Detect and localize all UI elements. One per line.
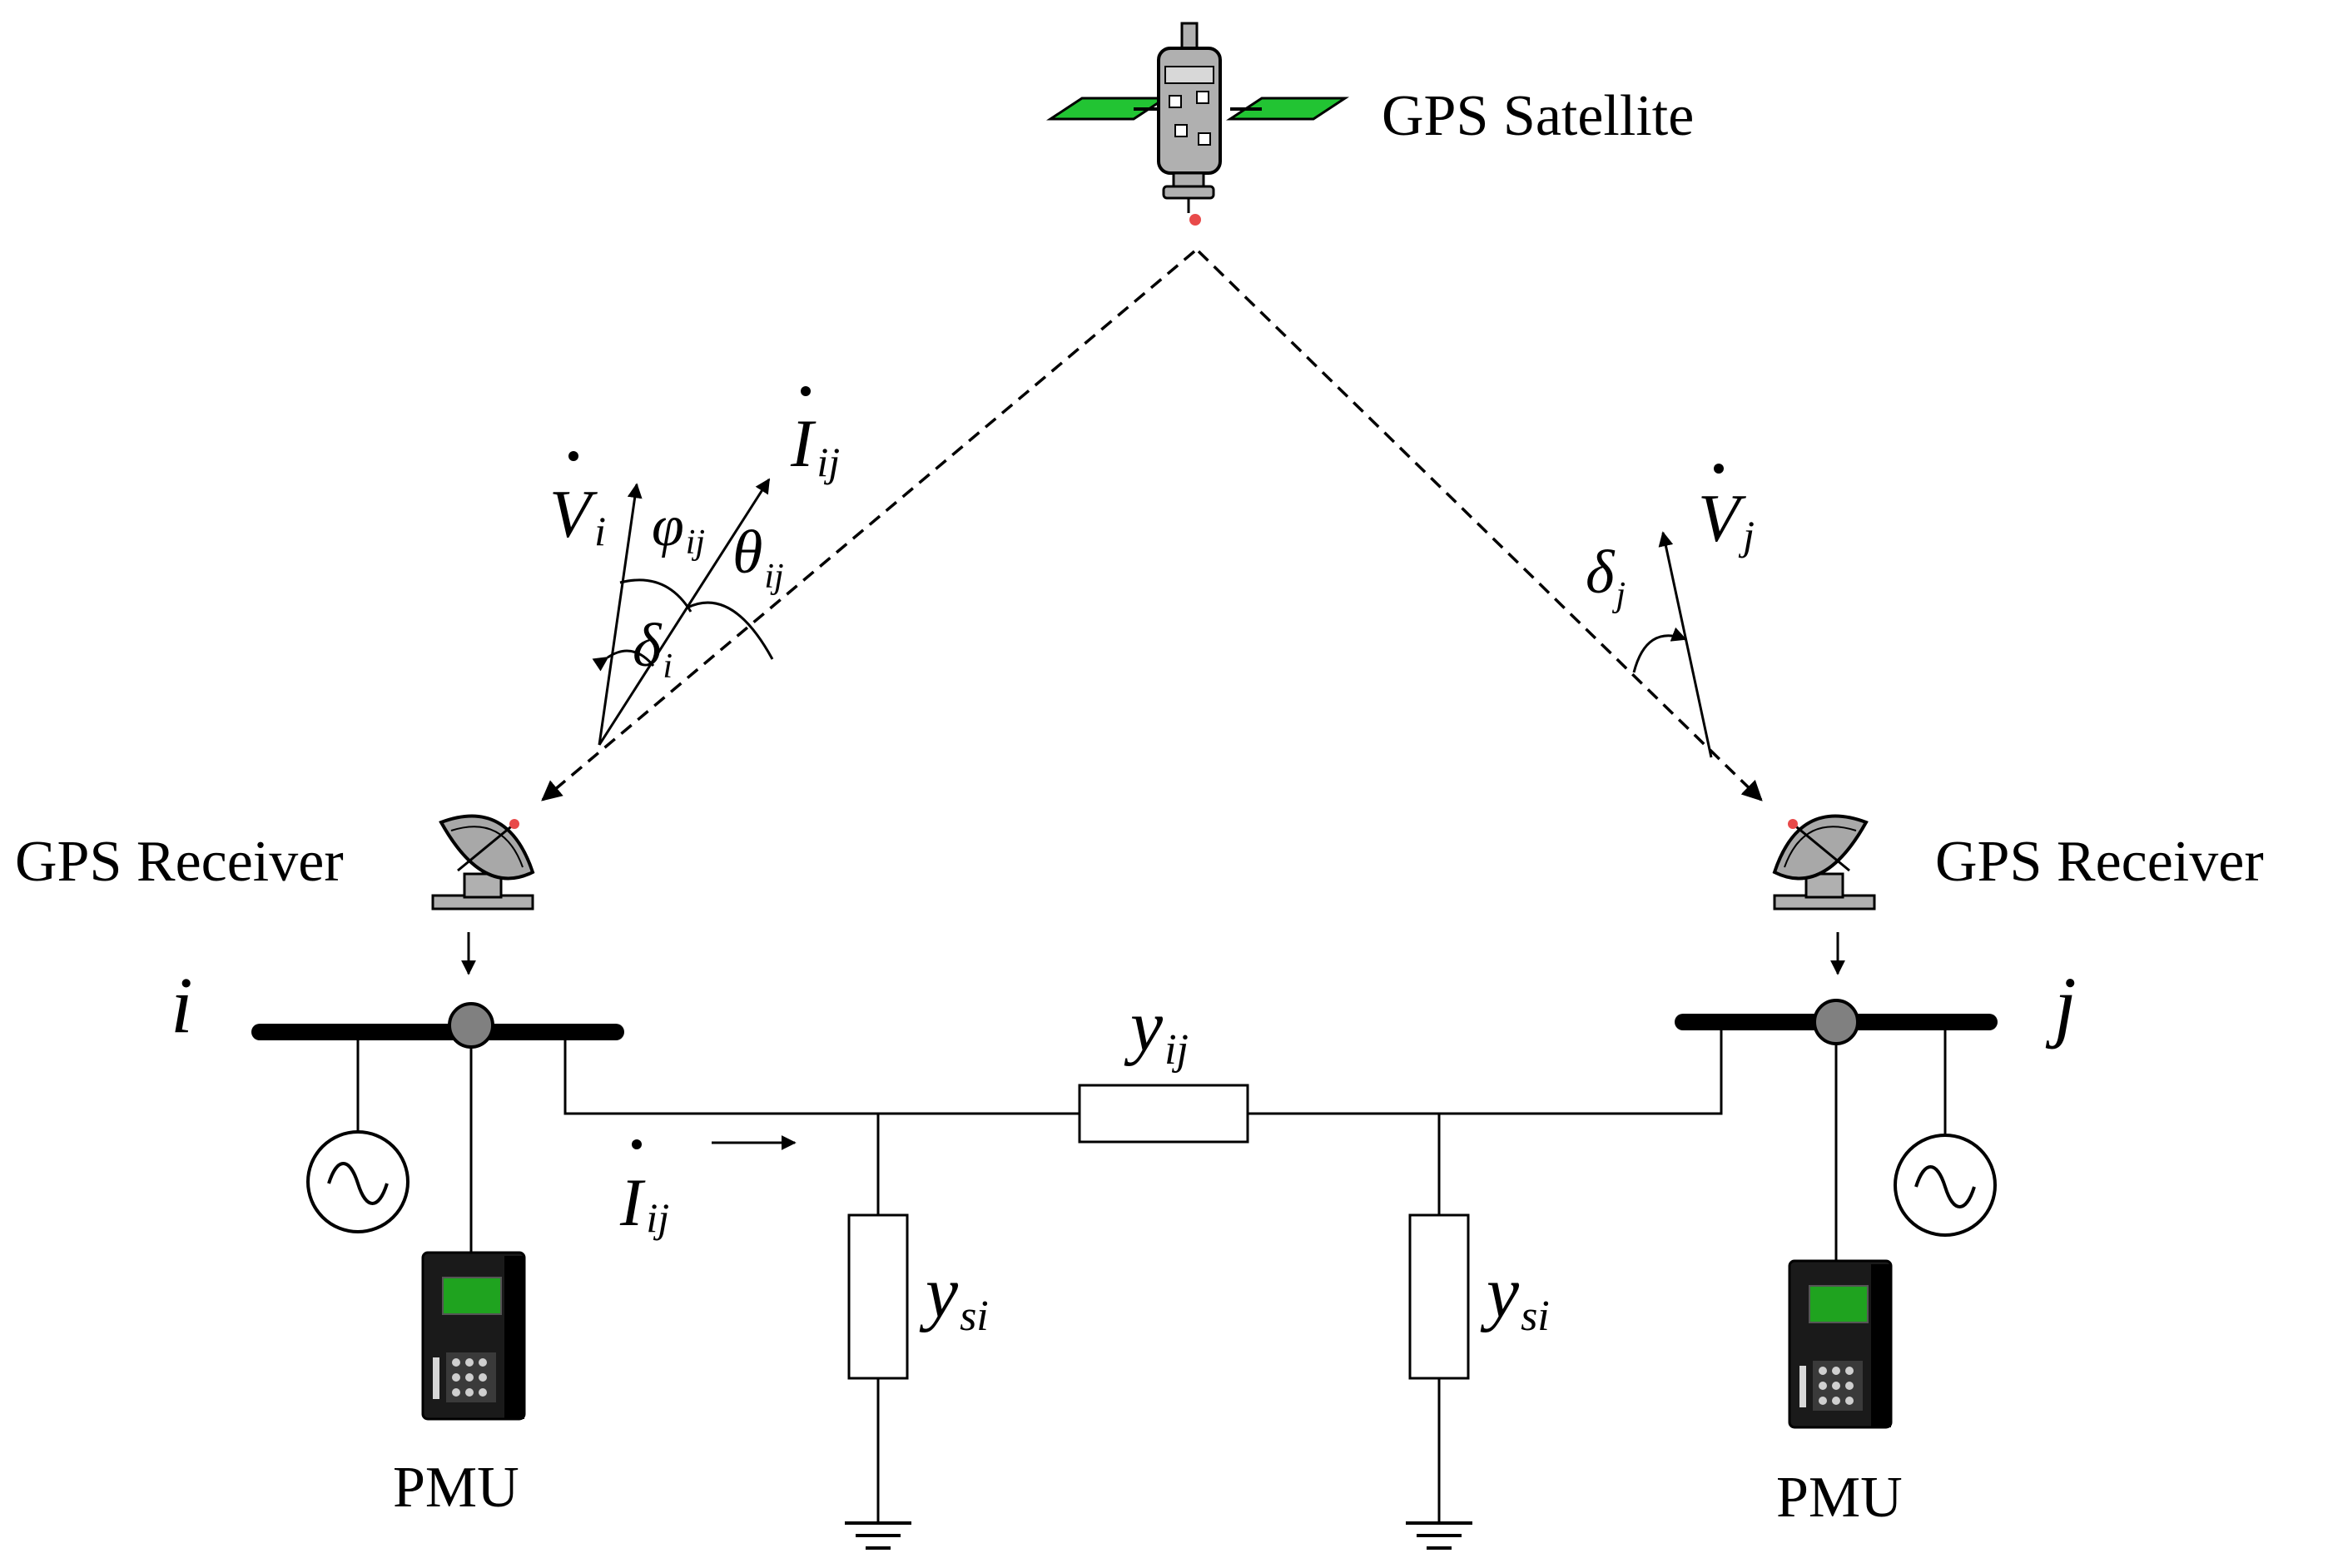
label-i-ij-line: Iij xyxy=(619,1164,669,1241)
receiver-label-left: GPS Receiver xyxy=(15,830,344,894)
pmu-device-icon xyxy=(1788,1259,1893,1429)
phasor-group-i xyxy=(592,478,774,746)
solar-panel-right xyxy=(1225,97,1350,121)
bus-node-i xyxy=(448,1002,494,1049)
angle-label-phi-ij: φij xyxy=(652,494,705,562)
receiver-label-right: GPS Receiver xyxy=(1935,830,2264,894)
satellite-label: GPS Satellite xyxy=(1382,84,1694,148)
shunt-admittance-right xyxy=(1408,1213,1470,1380)
phasor-v-j xyxy=(1658,531,1713,758)
satellite-dish-icon xyxy=(431,814,535,911)
angle-label-delta-j: δj xyxy=(1586,538,1626,614)
angle-label-theta-ij: θij xyxy=(732,519,784,596)
ground-icon xyxy=(845,1521,911,1550)
angle-arc-phi xyxy=(619,578,692,613)
phasor-dot-v-i xyxy=(568,451,578,461)
pmu-label-left: PMU xyxy=(393,1456,519,1520)
line-wire-right xyxy=(1248,1022,1723,1115)
phasor-v-i xyxy=(598,483,643,746)
gps-signal-left xyxy=(541,250,1196,801)
bus-label-j: j xyxy=(2045,960,2077,1049)
phasor-dot-v-j xyxy=(1714,464,1724,474)
angle-arc-delta-j xyxy=(1632,627,1687,673)
series-admittance-y-ij xyxy=(1078,1084,1249,1144)
gps-signal-right xyxy=(1197,250,1763,801)
label-y-si-right: ysi xyxy=(1480,1253,1550,1340)
satellite-icon xyxy=(1045,22,1350,226)
angle-arc-theta xyxy=(687,601,774,660)
pmu-screen xyxy=(1809,1285,1869,1323)
ac-source-icon xyxy=(1894,1134,1997,1237)
pmu-screen xyxy=(442,1277,502,1315)
phasor-dot-i-ij-line xyxy=(632,1139,642,1149)
label-y-ij: yij xyxy=(1124,986,1189,1074)
pmu-label-right: PMU xyxy=(1776,1466,1903,1530)
pmu-device-icon xyxy=(421,1251,526,1421)
shunt-admittance-left xyxy=(847,1213,909,1380)
bus-node-j xyxy=(1813,999,1859,1045)
phasor-i-ij xyxy=(598,478,771,746)
angle-arc-delta-i xyxy=(592,649,655,672)
label-y-si-left: ysi xyxy=(919,1253,989,1340)
satellite-beacon xyxy=(1189,214,1201,226)
phasor-label-i-ij-top: Iij xyxy=(790,405,840,485)
satellite-dish-icon xyxy=(1772,814,1876,911)
ac-source-icon xyxy=(306,1130,410,1233)
line-wire-left xyxy=(563,1032,1080,1115)
phasor-label-v-j: Vj xyxy=(1698,480,1755,558)
ground-icon xyxy=(1406,1521,1472,1550)
angle-label-delta-i: δi xyxy=(633,612,673,686)
phasor-label-v-i: Vi xyxy=(549,476,606,554)
bus-label-i: i xyxy=(171,960,193,1049)
phasor-dot-i-ij xyxy=(801,386,811,396)
